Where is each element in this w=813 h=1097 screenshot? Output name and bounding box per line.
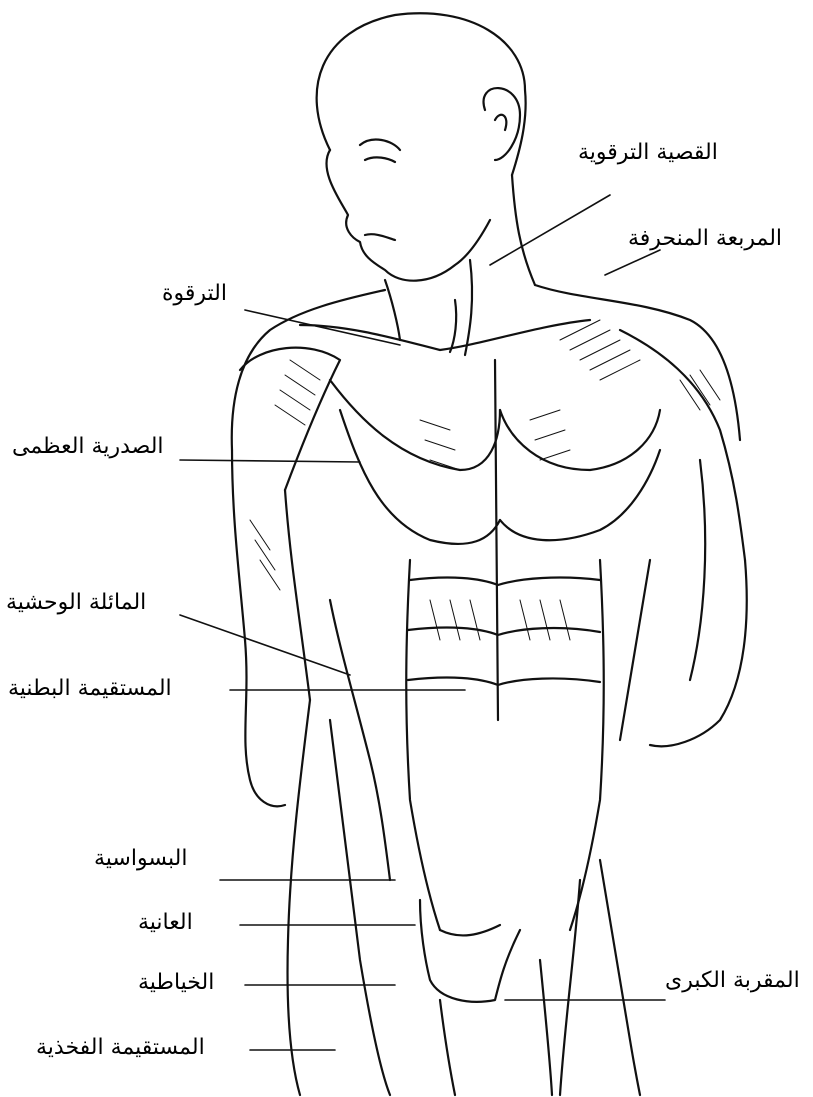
leader-clavicle [245,310,400,345]
label-clavicle: الترقوة [162,283,227,305]
label-pectineus: العانية [138,912,193,934]
label-pectoralis-major: الصدرية العظمى [12,436,164,458]
label-sartorius: الخياطية [138,972,214,994]
leader-external-oblique [180,615,350,675]
label-iliopsoas: البسواسية [94,848,187,870]
leader-sternocleidomastoid [490,195,610,265]
label-gluteus-maximus: المقربة الكبرى [665,970,800,992]
label-rectus-femoris: المستقيمة الفخذية [36,1037,205,1059]
leader-lines [180,195,665,1050]
leader-trapezius [605,250,660,275]
label-rectus-abdominis: المستقيمة البطنية [8,678,172,700]
label-external-oblique: المائلة الوحشية [6,592,146,614]
leader-pectoralis-major [180,460,360,462]
label-trapezius: المربعة المنحرفة [628,228,782,250]
label-sternocleidomastoid: القصية الترقوية [578,142,718,164]
